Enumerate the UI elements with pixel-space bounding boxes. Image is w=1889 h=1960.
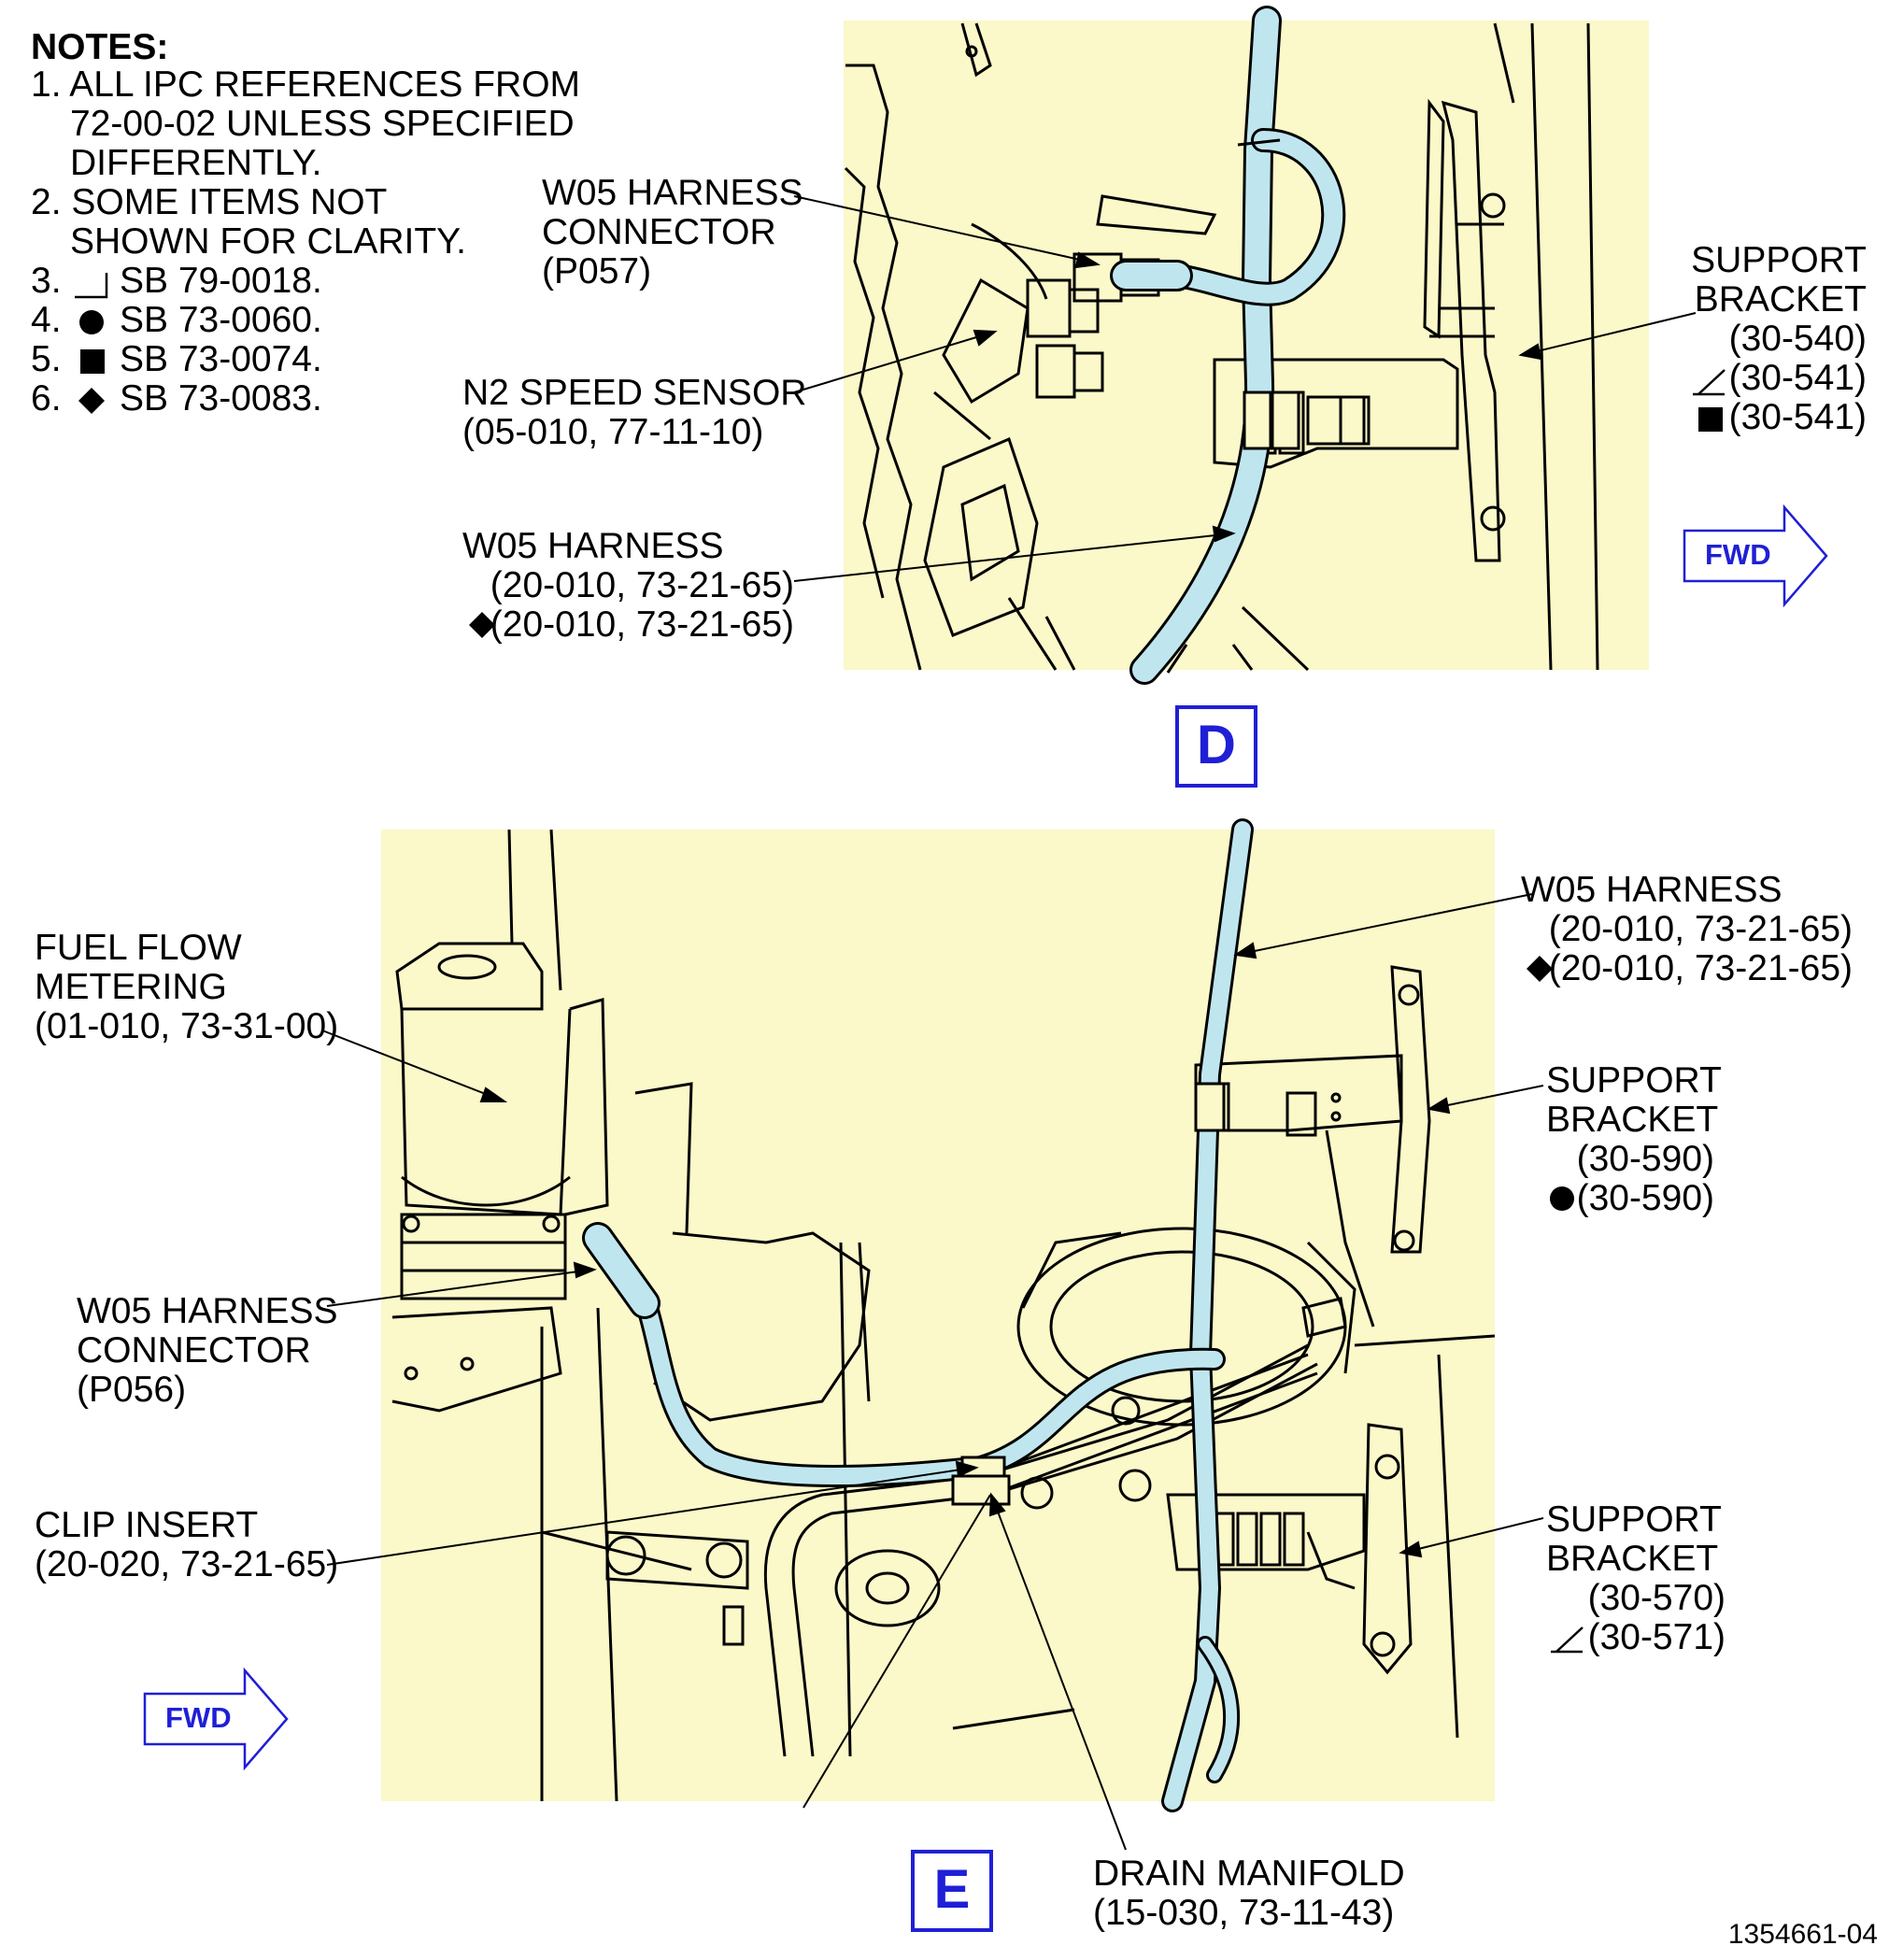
e-support-bracket-590-line-1: SUPPORT — [1546, 1060, 1722, 1101]
view-d-tag: D — [1175, 705, 1257, 788]
circle-bullet-icon — [1550, 1186, 1574, 1211]
triangle-flag-icon — [1551, 1626, 1584, 1654]
d-support-bracket-line-3: (30-540) — [1728, 319, 1867, 359]
square-bullet-icon — [1698, 407, 1723, 432]
fwd-arrow-icon — [143, 1668, 289, 1770]
d-support-bracket-line-4: (30-541) — [1728, 358, 1867, 398]
view-e-tag: E — [911, 1850, 993, 1932]
d-harness-connector-line-1: W05 HARNESS — [542, 173, 803, 213]
d-harness-connector-line-3: (P057) — [542, 251, 652, 291]
diamond-bullet-icon — [469, 612, 495, 638]
d-support-bracket-line-5: (30-541) — [1728, 397, 1867, 437]
view-e-illustration — [321, 818, 1544, 1851]
e-support-bracket-570-line-4: (30-571) — [1587, 1617, 1726, 1657]
note-5-text: SB 73-0074. — [120, 339, 322, 379]
square-bullet-icon — [80, 349, 105, 374]
e-support-bracket-590-line-4: (30-590) — [1576, 1178, 1714, 1218]
e-harness-connector-line-2: CONNECTOR — [77, 1330, 311, 1371]
e-fuel-flow-line-3: (01-010, 73-31-00) — [35, 1006, 339, 1046]
note-6-number: 6. — [31, 378, 62, 419]
e-support-bracket-570-line-2: BRACKET — [1546, 1539, 1719, 1579]
e-harness-connector-line-1: W05 HARNESS — [77, 1291, 338, 1331]
d-support-bracket-line-1: SUPPORT — [1691, 240, 1867, 280]
view-d-illustration — [793, 6, 1697, 685]
e-clip-insert-line-2: (20-020, 73-21-65) — [35, 1544, 339, 1584]
fwd-arrow-icon — [1683, 504, 1828, 607]
diamond-bullet-icon — [78, 388, 105, 414]
d-harness-connector-line-2: CONNECTOR — [542, 212, 776, 252]
fwd-label: FWD — [1705, 538, 1771, 571]
note-5-number: 5. — [31, 339, 62, 379]
note-6-text: SB 73-0083. — [120, 378, 322, 419]
notes-heading: NOTES: — [31, 27, 169, 67]
d-harness-line-1: W05 HARNESS — [462, 526, 724, 566]
e-fuel-flow-line-1: FUEL FLOW — [35, 928, 242, 968]
e-support-bracket-570-line-1: SUPPORT — [1546, 1499, 1722, 1540]
note-3-text: SB 79-0018. — [120, 261, 322, 301]
e-support-bracket-590-line-3: (30-590) — [1576, 1139, 1714, 1179]
note-1-line-3: DIFFERENTLY. — [70, 143, 322, 183]
e-support-bracket-590-line-2: BRACKET — [1546, 1100, 1719, 1140]
d-n2-sensor-line-1: N2 SPEED SENSOR — [462, 373, 807, 413]
note-2-line-1: 2. SOME ITEMS NOT — [31, 182, 388, 222]
triangle-flag-icon — [1693, 369, 1726, 396]
e-harness-connector-line-3: (P056) — [77, 1370, 187, 1410]
figure-number: 1354661-04 — [1727, 1919, 1878, 1950]
e-clip-insert-line-1: CLIP INSERT — [35, 1505, 259, 1545]
d-harness-line-2: (20-010, 73-21-65) — [490, 565, 794, 605]
note-1-line-1: 1. ALL IPC REFERENCES FROM — [31, 64, 581, 105]
e-drain-manifold-line-1: DRAIN MANIFOLD — [1093, 1853, 1405, 1894]
e-drain-manifold-line-2: (15-030, 73-11-43) — [1093, 1893, 1395, 1933]
d-harness-line-3: (20-010, 73-21-65) — [490, 604, 794, 645]
note-1-line-2: 72-00-02 UNLESS SPECIFIED — [70, 104, 575, 144]
fwd-label: FWD — [165, 1701, 232, 1734]
note-2-line-2: SHOWN FOR CLARITY. — [70, 221, 466, 262]
note-3-number: 3. — [31, 261, 62, 301]
e-harness-line-2: (20-010, 73-21-65) — [1548, 909, 1853, 949]
e-harness-line-3: (20-010, 73-21-65) — [1548, 948, 1853, 988]
fwd-arrow: FWD — [142, 1668, 291, 1770]
note-4-text: SB 73-0060. — [120, 300, 322, 340]
d-n2-sensor-line-2: (05-010, 77-11-10) — [462, 412, 764, 452]
e-harness-line-1: W05 HARNESS — [1521, 870, 1782, 910]
circle-bullet-icon — [79, 310, 104, 334]
d-support-bracket-line-2: BRACKET — [1694, 279, 1867, 320]
note-4-number: 4. — [31, 300, 62, 340]
e-support-bracket-570-line-3: (30-570) — [1587, 1578, 1726, 1618]
e-fuel-flow-line-2: METERING — [35, 967, 227, 1007]
triangle-flag-icon — [75, 273, 108, 299]
diamond-bullet-icon — [1527, 956, 1553, 982]
fwd-arrow: FWD — [1682, 504, 1831, 607]
